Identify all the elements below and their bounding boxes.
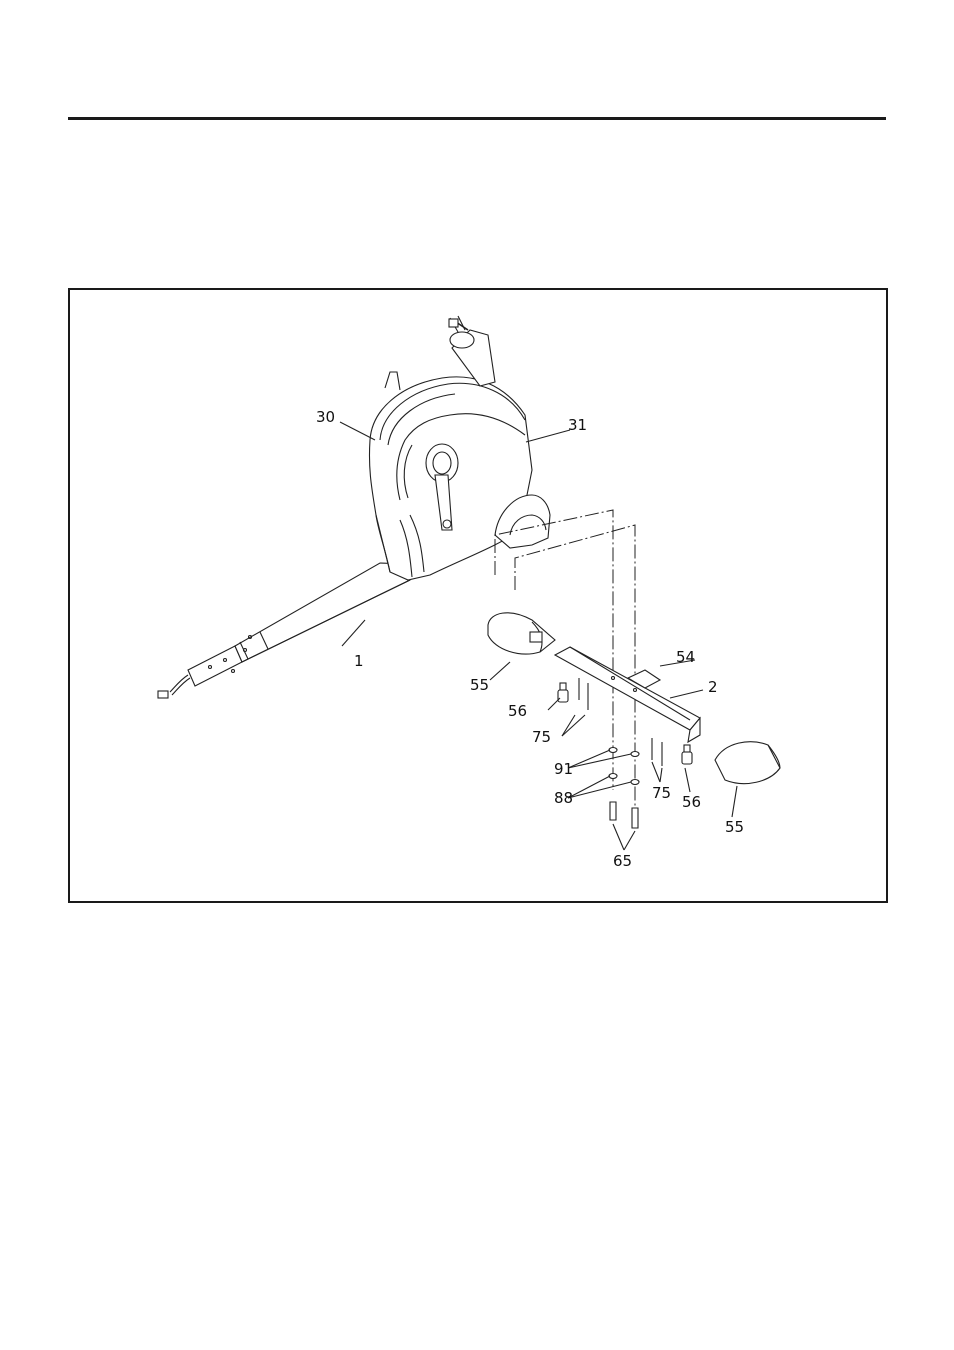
label-part-56-left: 56 xyxy=(508,702,527,720)
label-part-56-right: 56 xyxy=(682,793,701,811)
label-part-30: 30 xyxy=(316,408,335,426)
end-cap-right xyxy=(715,742,780,784)
label-part-2: 2 xyxy=(708,678,718,696)
label-part-1: 1 xyxy=(354,652,364,670)
label-part-88: 88 xyxy=(554,789,573,807)
main-frame-tube xyxy=(158,563,410,698)
label-part-31: 31 xyxy=(568,416,587,434)
bolts-65 xyxy=(610,802,638,828)
exploded-view-drawing: 30 31 1 54 2 55 56 75 91 88 75 56 55 65 xyxy=(70,290,886,901)
end-cap-left xyxy=(488,613,555,654)
label-part-55-left: 55 xyxy=(470,676,489,694)
label-part-91: 91 xyxy=(554,760,573,778)
exploded-view-figure: 30 31 1 54 2 55 56 75 91 88 75 56 55 65 xyxy=(68,288,888,903)
flywheel-housing xyxy=(369,316,550,580)
label-part-65: 65 xyxy=(613,852,632,870)
label-part-55-right: 55 xyxy=(725,818,744,836)
label-part-54: 54 xyxy=(676,648,695,666)
label-part-75-left: 75 xyxy=(532,728,551,746)
leveler-right xyxy=(682,745,692,764)
label-part-75-right: 75 xyxy=(652,784,671,802)
top-rule xyxy=(68,117,886,120)
